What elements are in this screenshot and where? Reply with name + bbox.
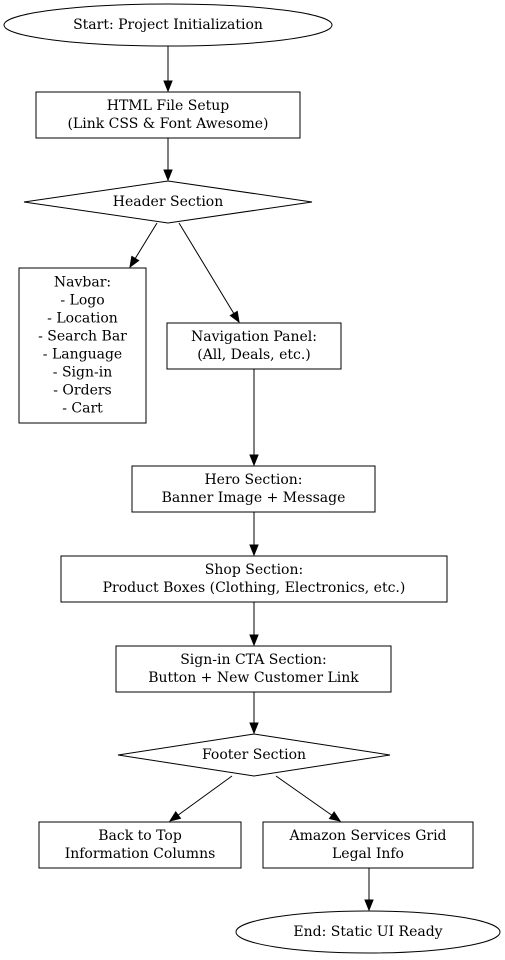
arrowhead-icon — [364, 899, 374, 912]
node-label-line: - Logo — [60, 293, 104, 309]
node-label-line: Information Columns — [65, 846, 216, 862]
edge-line — [178, 222, 235, 314]
node-label-line: End: Static UI Ready — [293, 924, 442, 940]
node-end: End: Static UI Ready — [235, 910, 501, 954]
node-shape — [60, 555, 448, 603]
node-shape — [35, 91, 301, 139]
node-label-line: Footer Section — [202, 747, 306, 763]
edge-start-to-html_setup — [163, 46, 173, 93]
node-hero: Hero Section: Banner Image + Message — [131, 465, 376, 513]
edge-hero-to-shop — [249, 512, 259, 557]
arrowhead-icon — [163, 169, 173, 182]
edge-line — [134, 222, 158, 259]
node-shape — [23, 180, 313, 224]
node-shape — [3, 3, 333, 47]
arrowhead-icon — [229, 310, 240, 324]
edge-line — [275, 775, 333, 816]
edge-header-to-navbar — [129, 222, 158, 269]
node-label-line: HTML File Setup — [107, 98, 230, 114]
arrowhead-icon — [249, 634, 259, 647]
arrowhead-icon — [328, 811, 342, 822]
node-shape — [38, 821, 242, 869]
node-label-line: Back to Top — [98, 828, 182, 844]
node-header: Header Section — [23, 180, 313, 224]
node-shape — [117, 733, 391, 777]
edge-services-to-end — [364, 868, 374, 912]
edge-signin_cta-to-footer — [249, 692, 259, 735]
edges-layer — [129, 46, 374, 912]
node-label-line: (Link CSS & Font Awesome) — [67, 116, 268, 132]
node-label-line: Sign-in CTA Section: — [180, 652, 327, 668]
edge-footer-to-back_to_top — [168, 775, 233, 822]
node-label-line: - Search Bar — [38, 329, 127, 345]
edge-footer-to-services — [275, 775, 342, 822]
edge-line — [177, 775, 233, 816]
node-label-line: Header Section — [113, 194, 224, 210]
node-signin-cta: Sign-in CTA Section: Button + New Custome… — [115, 645, 392, 693]
node-shape — [131, 465, 376, 513]
arrowhead-icon — [168, 810, 182, 822]
node-label-line: - Cart — [62, 401, 103, 417]
node-html-setup: HTML File Setup (Link CSS & Font Awesome) — [35, 91, 301, 139]
node-label-line: - Orders — [53, 383, 111, 399]
node-shape — [115, 645, 392, 693]
node-label-line: - Sign-in — [53, 365, 112, 381]
node-label-line: Banner Image + Message — [162, 490, 346, 506]
node-label-line: Product Boxes (Clothing, Electronics, et… — [103, 580, 406, 596]
node-label-line: Hero Section: — [204, 472, 302, 488]
arrowhead-icon — [249, 454, 259, 467]
arrowhead-icon — [249, 544, 259, 557]
node-shape — [166, 322, 342, 370]
node-label-line: Legal Info — [332, 846, 404, 862]
node-shape — [235, 910, 501, 954]
edge-nav_panel-to-hero — [249, 369, 259, 467]
arrowhead-icon — [249, 722, 259, 735]
node-footer: Footer Section — [117, 733, 391, 777]
edge-shop-to-signin_cta — [249, 602, 259, 647]
edge-header-to-nav_panel — [178, 222, 240, 324]
node-label-line: Shop Section: — [205, 562, 303, 578]
node-label-line: - Location — [47, 311, 118, 327]
node-label-line: Start: Project Initialization — [73, 17, 263, 33]
node-shape — [262, 821, 474, 869]
node-label-line: Amazon Services Grid — [288, 828, 446, 844]
node-start: Start: Project Initialization — [3, 3, 333, 47]
node-shape — [18, 267, 147, 424]
edge-html_setup-to-header — [163, 138, 173, 182]
node-label-line: Navigation Panel: — [191, 329, 317, 345]
node-label-line: (All, Deals, etc.) — [197, 347, 311, 363]
arrowhead-icon — [129, 255, 140, 269]
arrowhead-icon — [163, 80, 173, 93]
node-label-line: Button + New Customer Link — [148, 670, 359, 686]
node-navbar: Navbar: - Logo - Location - Search Bar - Lan… — [18, 267, 147, 424]
node-nav-panel: Navigation Panel: (All, Deals, etc.) — [166, 322, 342, 370]
node-label-line: Navbar: — [54, 275, 111, 291]
node-label-line: - Language — [43, 347, 122, 363]
node-shop: Shop Section: Product Boxes (Clothing, El… — [60, 555, 448, 603]
